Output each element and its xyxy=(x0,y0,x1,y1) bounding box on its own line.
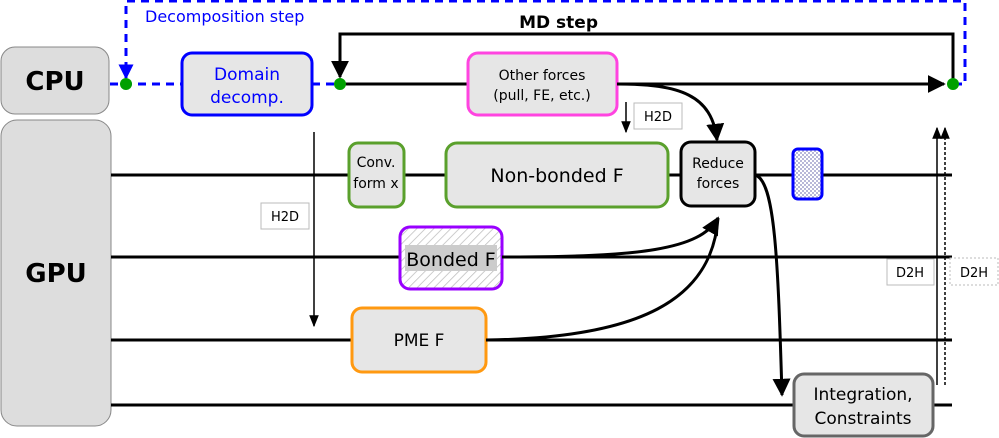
svg-text:Conv.: Conv. xyxy=(357,155,396,171)
svg-text:decomp.: decomp. xyxy=(210,88,284,108)
svg-text:Other forces: Other forces xyxy=(499,68,586,84)
svg-text:Non-bonded F: Non-bonded F xyxy=(490,165,623,187)
svg-text:Reduce: Reduce xyxy=(692,156,744,172)
svg-text:H2D: H2D xyxy=(271,210,299,225)
svg-text:PME F: PME F xyxy=(394,331,445,351)
svg-text:forces: forces xyxy=(697,176,740,192)
h2d-label-coords: H2D xyxy=(260,202,310,230)
svg-text:Domain: Domain xyxy=(214,65,280,85)
svg-text:H2D: H2D xyxy=(644,110,672,125)
conv-form-x-box: Conv. form x xyxy=(347,141,406,209)
bonded-box: Bonded F xyxy=(398,225,504,291)
gpu-unit: GPU xyxy=(0,119,112,427)
bonded-to-reduce-arrow xyxy=(501,216,720,259)
sync-point-md-start xyxy=(334,78,346,90)
h2d-label-forces: H2D xyxy=(633,102,683,130)
decomposition-loop: Decomposition step xyxy=(118,0,967,86)
cpu-unit: CPU xyxy=(0,46,110,115)
sync-point-md-end xyxy=(947,78,959,90)
other-forces-to-reduce-arrow xyxy=(616,82,725,142)
svg-text:D2H: D2H xyxy=(960,266,988,281)
integration-box: Integration, Constraints xyxy=(792,372,935,438)
md-step-loop: MD step xyxy=(331,13,955,84)
svg-text:Constraints: Constraints xyxy=(815,409,912,429)
sync-point-decomp-start xyxy=(120,78,132,90)
svg-text:D2H: D2H xyxy=(896,266,924,281)
pme-box: PME F xyxy=(350,306,488,374)
svg-text:Integration,: Integration, xyxy=(813,385,912,405)
non-bonded-box: Non-bonded F xyxy=(444,141,670,209)
reduce-to-integration-arrow xyxy=(754,173,791,397)
svg-text:Bonded F: Bonded F xyxy=(406,249,495,271)
cpu-label: CPU xyxy=(25,67,84,97)
gpu-label: GPU xyxy=(25,259,87,289)
svg-text:(pull, FE, etc.): (pull, FE, etc.) xyxy=(493,88,590,104)
domain-decomp-box: Domain decomp. xyxy=(180,51,314,117)
md-step-label: MD step xyxy=(519,13,598,33)
d2h-label-dashed: D2H xyxy=(949,257,999,286)
svg-text:form x: form x xyxy=(353,176,398,192)
halo-exchange-box xyxy=(791,147,824,201)
pme-to-reduce-arrow xyxy=(485,217,720,342)
other-forces-box: Other forces (pull, FE, etc.) xyxy=(466,51,619,117)
decomposition-step-label: Decomposition step xyxy=(145,7,304,26)
reduce-forces-box: Reduce forces xyxy=(679,140,757,208)
d2h-label-solid: D2H xyxy=(886,258,935,286)
